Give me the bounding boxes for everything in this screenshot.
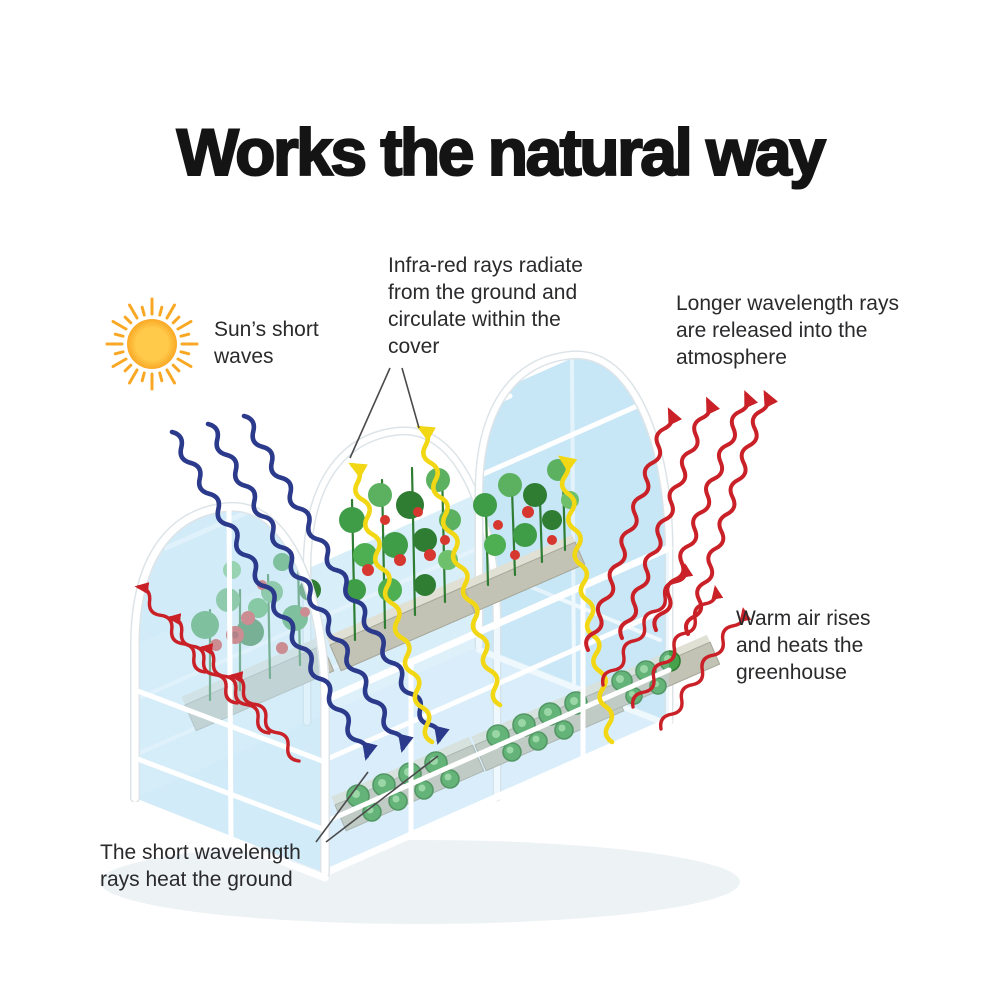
ground-shadow [100,840,740,924]
sun-icon [105,297,199,391]
cabbage-plants [346,751,460,822]
page-title: Works the natural way [176,114,827,190]
annotation-longer-wavelength: Longer wavelength rays are released into… [676,292,899,369]
annotation-short-wavelength-ground: The short wavelength rays heat the groun… [100,841,301,891]
cabbage-beds [331,634,721,832]
leader-lines [315,367,439,843]
annotation-sun-short-waves: Sun’s short waves [214,318,319,368]
tomato-plants [339,466,461,642]
annotation-warm-air: Warm air rises and heats the greenhouse [736,607,871,684]
annotation-infrared-rays: Infra-red rays radiate from the ground a… [388,254,583,358]
front-gable [130,501,330,882]
